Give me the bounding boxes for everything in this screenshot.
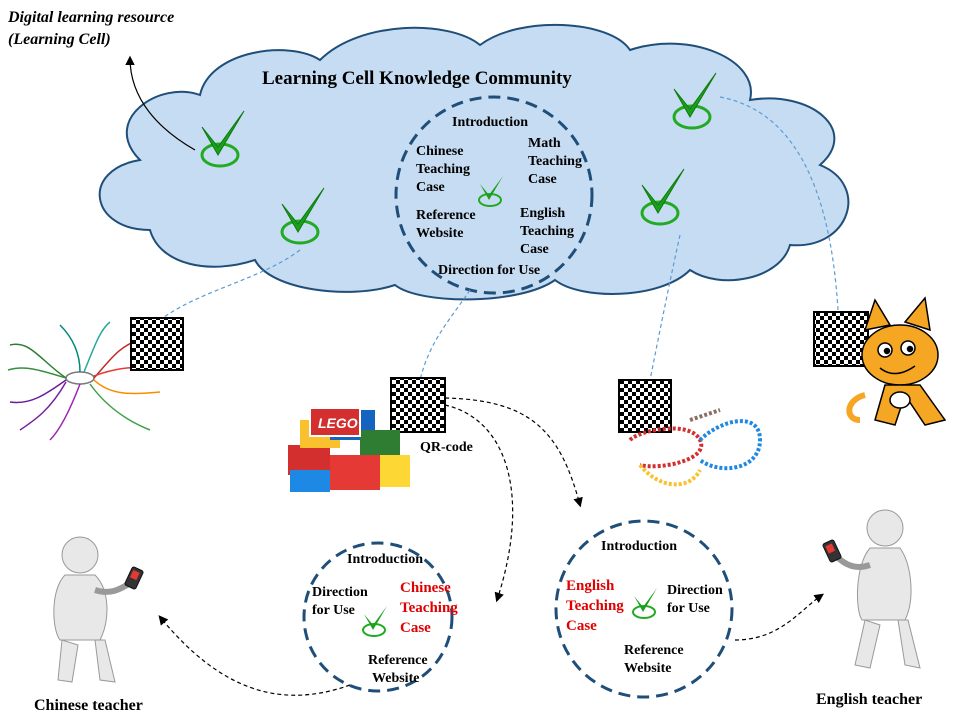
right-case-2: Teaching [566,598,624,614]
english-case-circle [554,519,734,699]
center-english-1: English [520,206,565,221]
left-case-2: Teaching [400,600,458,616]
center-reference-1: Reference [416,208,476,223]
chinese-teacher-figure [53,536,144,683]
scratch-cat-image [846,296,947,426]
knowledge-cloud [98,23,850,301]
left-direction-2: for Use [312,603,355,618]
center-chinese-2: Teaching [416,162,470,177]
english-teacher-label: English teacher [816,691,922,708]
checkmark-icon [362,605,388,637]
center-introduction: Introduction [452,115,528,130]
chinese-teacher-label: Chinese teacher [34,697,143,714]
center-direction: Direction for Use [438,263,540,278]
center-chinese-1: Chinese [416,144,463,159]
flow-arrow [158,615,351,696]
left-direction-1: Direction [312,585,368,600]
qr-code-mindmap [130,317,184,371]
right-direction-2: for Use [667,601,710,616]
qr-code-label: QR-code [420,440,473,455]
flow-arrow [444,397,583,508]
left-case-1: Chinese [400,580,451,596]
lego-image: LEGO [288,407,410,492]
resource-links [159,96,839,381]
domino-image [628,408,763,487]
center-circle [394,95,594,295]
center-english-2: Teaching [520,224,574,239]
left-case-3: Case [400,620,431,636]
center-reference-2: Website [416,226,463,241]
right-reference-1: Reference [624,643,684,658]
resource-note-line1: Digital learning resource [7,9,174,26]
left-introduction: Introduction [347,552,423,567]
right-reference-2: Website [624,661,671,676]
lego-logo: LEGO [318,415,358,431]
cloud-title: Learning Cell Knowledge Community [262,68,572,89]
qr-code-domino [618,379,672,433]
left-reference-2: Website [372,671,419,686]
center-english-3: Case [520,242,549,257]
qr-code-scratch [813,311,869,367]
english-teacher-figure [822,509,921,669]
right-direction-1: Direction [667,583,723,598]
flow-arrow [734,593,824,641]
center-math-1: Math [528,136,561,151]
right-introduction: Introduction [601,539,677,554]
right-case-1: English [566,578,615,594]
center-math-3: Case [528,172,557,187]
center-chinese-3: Case [416,180,445,195]
qr-code-lego [390,377,446,433]
chinese-case-circle [302,541,454,693]
right-case-3: Case [566,618,597,634]
resource-note-line2: (Learning Cell) [8,31,111,48]
center-math-2: Teaching [528,154,582,169]
resource-note-arrow [125,55,196,151]
checkmark-icon [632,587,658,619]
left-reference-1: Reference [368,653,428,668]
flow-arrow [444,404,514,603]
